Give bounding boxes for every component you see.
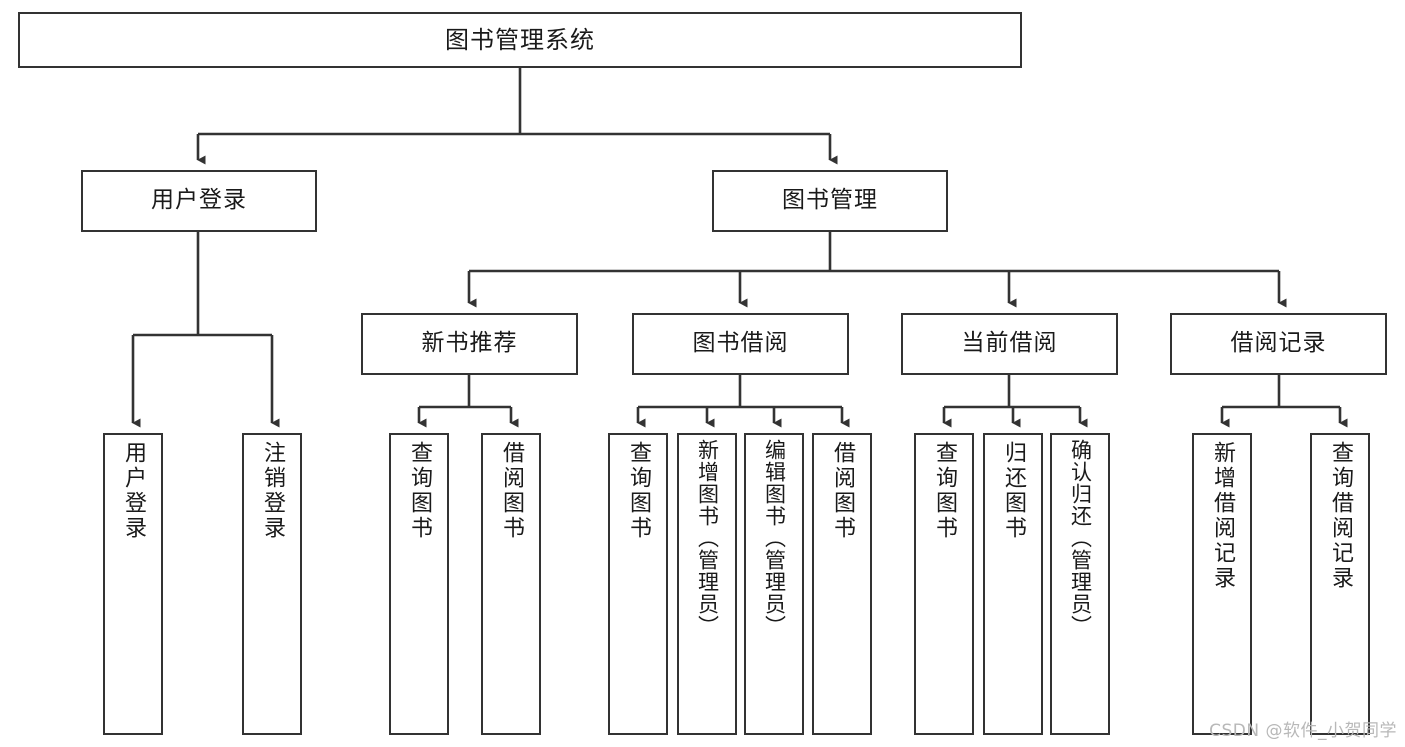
node-leaf-user-login[interactable]: 用户登录: [103, 433, 163, 735]
node-leaf-logout-login[interactable]: 注销登录: [242, 433, 302, 735]
node-leaf-confirm-return-admin-label: 确认归还（管理员）: [1068, 439, 1093, 637]
node-current-borrow-label: 当前借阅: [961, 330, 1058, 357]
node-borrow-record[interactable]: 借阅记录: [1170, 313, 1387, 375]
node-book-borrow[interactable]: 图书借阅: [632, 313, 849, 375]
node-leaf-confirm-return-admin[interactable]: 确认归还（管理员）: [1050, 433, 1110, 735]
node-leaf-add-book-admin-label: 新增图书（管理员）: [695, 439, 720, 637]
node-borrow-record-label: 借阅记录: [1230, 330, 1327, 357]
node-new-book-recommend-label: 新书推荐: [421, 330, 518, 357]
node-leaf-query-book-2-label: 查询图书: [626, 441, 651, 541]
node-leaf-add-borrow-record-label: 新增借阅记录: [1210, 441, 1235, 591]
node-leaf-edit-book-admin-label: 编辑图书（管理员）: [762, 439, 787, 637]
node-leaf-borrow-book-1[interactable]: 借阅图书: [481, 433, 541, 735]
node-leaf-logout-login-label: 注销登录: [260, 441, 285, 541]
node-leaf-user-login-label: 用户登录: [121, 441, 146, 541]
node-new-book-recommend[interactable]: 新书推荐: [361, 313, 578, 375]
node-user-login-label: 用户登录: [151, 187, 247, 214]
csdn-watermark: CSDN @软件_小贺同学: [1209, 721, 1397, 741]
node-leaf-query-book-1[interactable]: 查询图书: [389, 433, 449, 735]
node-root-book-management-system[interactable]: 图书管理系统: [18, 12, 1022, 68]
node-root-label: 图书管理系统: [445, 25, 595, 54]
node-leaf-borrow-book-1-label: 借阅图书: [499, 441, 524, 541]
node-current-borrow[interactable]: 当前借阅: [901, 313, 1118, 375]
node-book-borrow-label: 图书借阅: [692, 330, 789, 357]
node-leaf-add-borrow-record[interactable]: 新增借阅记录: [1192, 433, 1252, 735]
node-leaf-add-book-admin[interactable]: 新增图书（管理员）: [677, 433, 737, 735]
node-leaf-borrow-book-2[interactable]: 借阅图书: [812, 433, 872, 735]
node-leaf-query-book-1-label: 查询图书: [407, 441, 432, 541]
node-leaf-return-book[interactable]: 归还图书: [983, 433, 1043, 735]
node-leaf-return-book-label: 归还图书: [1001, 441, 1026, 541]
node-leaf-query-borrow-record[interactable]: 查询借阅记录: [1310, 433, 1370, 735]
node-leaf-query-borrow-record-label: 查询借阅记录: [1328, 441, 1353, 591]
node-leaf-edit-book-admin[interactable]: 编辑图书（管理员）: [744, 433, 804, 735]
node-user-login[interactable]: 用户登录: [81, 170, 317, 232]
node-book-management[interactable]: 图书管理: [712, 170, 948, 232]
node-book-management-label: 图书管理: [782, 187, 878, 214]
node-leaf-query-book-2[interactable]: 查询图书: [608, 433, 668, 735]
node-leaf-borrow-book-2-label: 借阅图书: [830, 441, 855, 541]
node-leaf-query-book-3[interactable]: 查询图书: [914, 433, 974, 735]
node-leaf-query-book-3-label: 查询图书: [932, 441, 957, 541]
